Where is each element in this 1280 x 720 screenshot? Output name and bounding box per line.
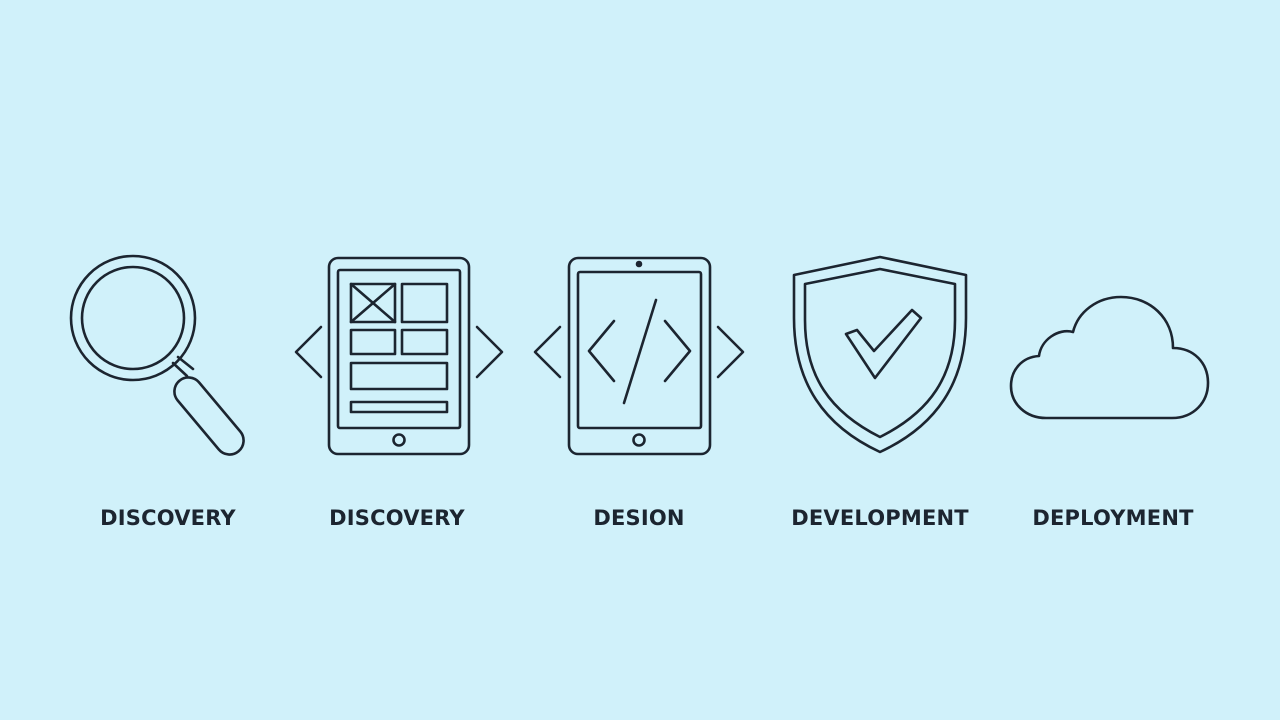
shield-check-icon bbox=[792, 255, 968, 454]
step-label-deployment: DEPLOYMENT bbox=[1032, 506, 1194, 530]
code-tablet-icon bbox=[533, 256, 745, 456]
cloud-icon bbox=[1009, 295, 1210, 420]
step-label-design: DESION bbox=[593, 506, 685, 530]
magnifying-glass-icon bbox=[69, 254, 245, 456]
step-label-discovery-2: DISCOVERY bbox=[329, 506, 465, 530]
wireframe-tablet-icon bbox=[294, 256, 504, 456]
step-label-discovery-1: DISCOVERY bbox=[100, 506, 236, 530]
step-label-development: DEVELOPMENT bbox=[791, 506, 969, 530]
